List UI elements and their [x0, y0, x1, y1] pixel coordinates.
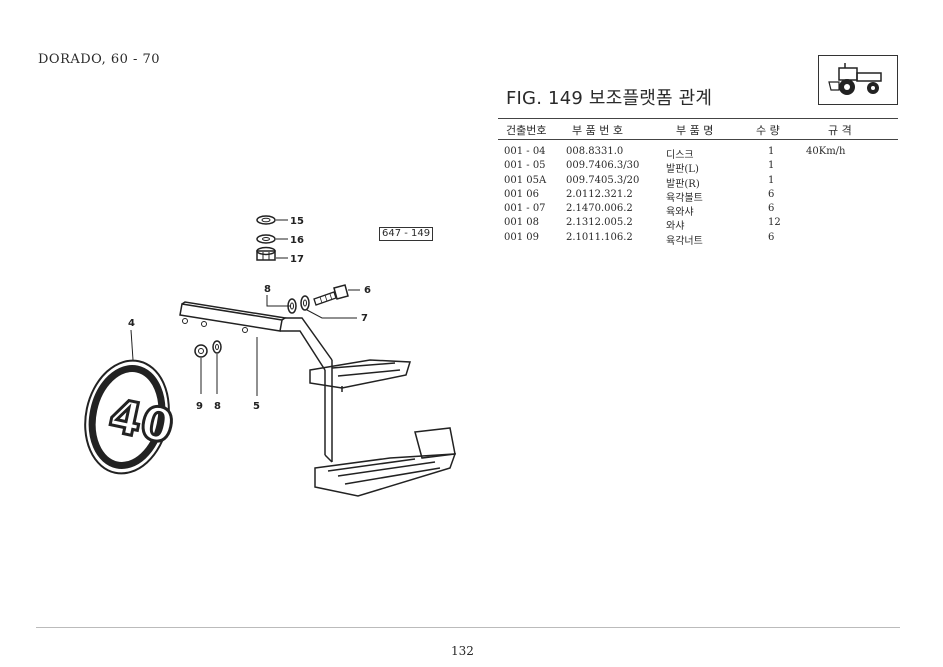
cell-part-number: 009.7406.3/30 [566, 160, 640, 172]
table-row: 001 08 2.1312.005.2 와샤 12 [498, 217, 898, 233]
cell-qty: 6 [768, 231, 775, 243]
figure-reference-label: 647 - 149 [379, 227, 434, 241]
cell-part-number: 2.0112.321.2 [566, 188, 633, 200]
speed-sign-disc-4-icon: 40 [84, 359, 180, 475]
cell-qty: 1 [768, 146, 775, 157]
cell-no: 001 08 [504, 217, 539, 229]
cell-part-number: 2.1011.106.2 [566, 231, 633, 243]
cell-name: 와샤 [666, 221, 685, 233]
cell-no: 001 09 [504, 231, 539, 243]
cell-name: 육각너트 [666, 235, 703, 247]
cell-part-number: 008.8331.0 [566, 146, 624, 157]
header-no: 건출번호 [506, 124, 547, 137]
cell-name: 육각볼트 [666, 192, 703, 204]
callout-9: 9 [196, 401, 203, 412]
hex-nut-17-icon [256, 246, 276, 261]
washer-8-upper-icon [287, 298, 297, 314]
table-row: 001 09 2.1011.106.2 육각너트 6 [498, 231, 898, 247]
cell-part-number: 2.1312.005.2 [566, 217, 633, 229]
cell-part-number: 2.1470.006.2 [566, 203, 633, 215]
speed-sign-text: 40 [105, 388, 179, 454]
model-header: DORADO, 60 - 70 [38, 52, 161, 67]
cell-qty: 1 [768, 160, 775, 172]
callout-7: 7 [361, 313, 368, 324]
exploded-parts-diagram: 15 16 17 8 7 6 [84, 215, 457, 497]
page-number: 132 [451, 644, 474, 658]
cell-name: 발판(L) [666, 164, 699, 176]
cell-name: 발판(R) [666, 178, 700, 190]
parts-table: 건출번호 부 품 번 호 부 품 명 수 량 규 격 001 - 04 008.… [498, 118, 898, 247]
lock-washer-7-icon [300, 295, 310, 311]
callout-8-upper: 8 [264, 284, 271, 295]
cell-qty: 6 [768, 188, 775, 200]
cell-qty: 12 [768, 217, 781, 229]
header-part-number: 부 품 번 호 [572, 124, 623, 137]
cell-qty: 1 [768, 174, 775, 186]
cell-name: 디스크 [666, 150, 694, 161]
cell-spec: 40Km/h [806, 146, 846, 157]
tractor-icon [818, 55, 898, 105]
header-name: 부 품 명 [676, 124, 714, 137]
washer-16-icon [256, 234, 276, 244]
table-row: 001 05A 009.7405.3/20 발판(R) 1 [498, 174, 898, 190]
figure-title: FIG. 149 보조플랫폼 관계 [506, 88, 713, 109]
table-header: 건출번호 부 품 번 호 부 품 명 수 량 규 격 [498, 118, 898, 140]
header-qty: 수 량 [756, 124, 780, 137]
table-row: 001 - 04 008.8331.0 디스크 1 40Km/h [498, 146, 898, 161]
callout-4: 4 [128, 318, 135, 329]
callout-6: 6 [364, 285, 371, 296]
cell-name: 육와샤 [666, 207, 694, 219]
cell-no: 001 - 07 [504, 203, 546, 215]
cell-part-number: 009.7405.3/20 [566, 174, 640, 186]
table-row: 001 06 2.0112.321.2 육각볼트 6 [498, 188, 898, 204]
callout-16: 16 [290, 235, 304, 246]
cell-no: 001 05A [504, 174, 547, 186]
platform-frame-5-icon [179, 301, 457, 497]
callout-17: 17 [290, 254, 304, 265]
callout-15: 15 [290, 216, 304, 227]
table-row: 001 - 05 009.7406.3/30 발판(L) 1 [498, 160, 898, 176]
cell-no: 001 - 05 [504, 160, 546, 172]
callout-5: 5 [253, 401, 260, 412]
washer-15-icon [256, 215, 276, 225]
cell-no: 001 06 [504, 188, 539, 200]
footer-divider [36, 627, 900, 628]
callout-8-lower: 8 [214, 401, 221, 412]
table-row: 001 - 07 2.1470.006.2 육와샤 6 [498, 203, 898, 219]
cell-qty: 6 [768, 203, 775, 215]
frame-holes [182, 318, 248, 333]
header-spec: 규 격 [828, 124, 852, 137]
hex-bolt-6-icon [313, 284, 349, 306]
cell-no: 001 - 04 [504, 146, 546, 157]
washer-8-lower-icon [212, 340, 222, 354]
hex-nut-9-icon [194, 344, 208, 358]
